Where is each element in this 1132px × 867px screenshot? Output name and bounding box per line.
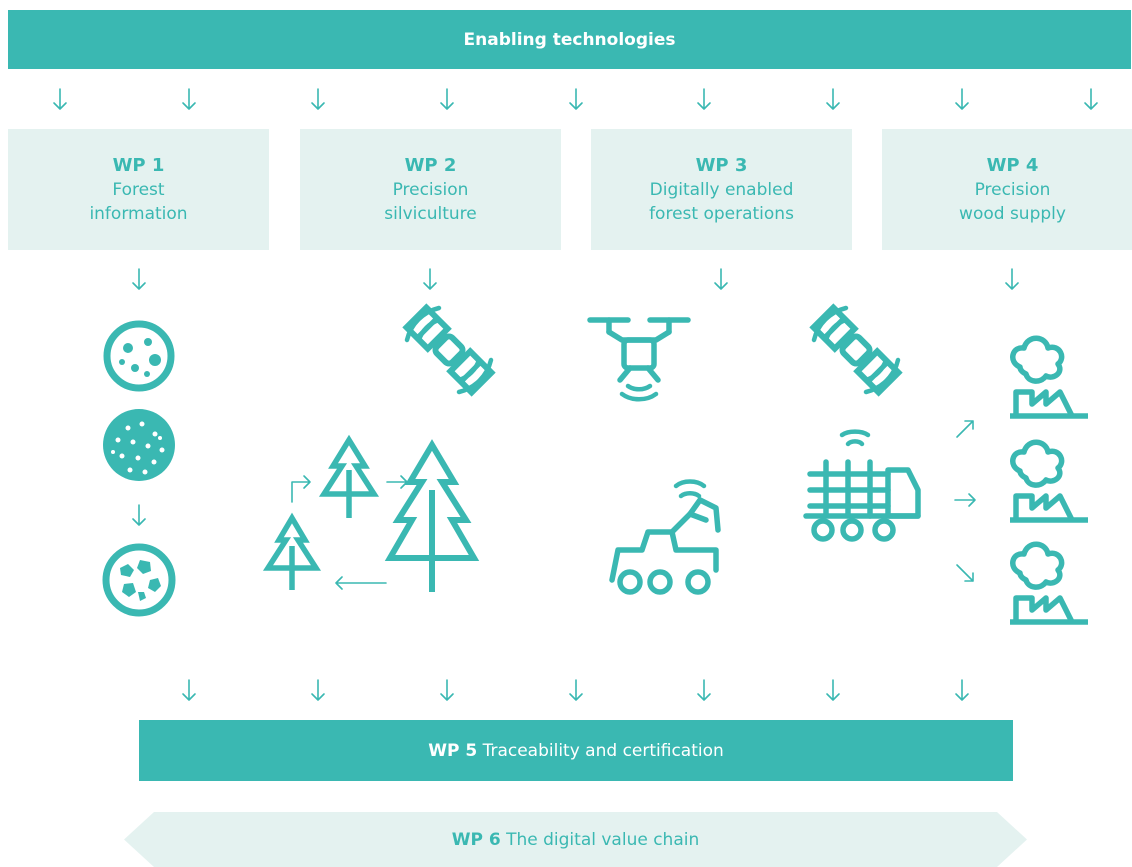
wp4-title: WP 4 [986, 154, 1039, 176]
wp2-title: WP 2 [404, 154, 457, 176]
wp-output-arrows [132, 268, 1019, 290]
wp6-label: The digital value chain [506, 829, 700, 850]
sample-patches-icon [102, 543, 176, 617]
wp3-line2: forest operations [649, 203, 794, 224]
tree-cycle-icon [262, 434, 474, 592]
wp1-line2: information [89, 203, 188, 224]
wp3-box: WP 3 Digitally enabled forest operations [591, 129, 852, 250]
wp6-id: WP 6 [451, 829, 501, 850]
wp2-line2: silviculture [384, 203, 477, 224]
satellite-icon [407, 308, 492, 393]
wp3-title: WP 3 [695, 154, 748, 176]
wp1-title: WP 1 [112, 154, 165, 176]
wp5-bar: WP 5 Traceability and certification [139, 720, 1013, 781]
wp4-line1: Precision [974, 179, 1051, 200]
wp4-box: WP 4 Precision wood supply [882, 129, 1132, 250]
wp1-line1: Forest [112, 179, 165, 200]
wp2-box: WP 2 Precision silviculture [300, 129, 561, 250]
arrow-down-right [956, 564, 974, 582]
satellite-icon-2 [814, 308, 899, 393]
timber-truck-icon [803, 429, 921, 542]
bottom-arrows [182, 679, 969, 701]
top-arrows [53, 88, 1098, 110]
enabling-technologies-banner: Enabling technologies [8, 10, 1131, 69]
factory-icon [1010, 338, 1088, 416]
sample-dots-icon [103, 320, 175, 392]
harvester-icon [609, 479, 721, 595]
banner-title: Enabling technologies [463, 29, 676, 50]
wp6-banner: WP 6 The digital value chain [124, 812, 1027, 867]
wp4-line2: wood supply [959, 203, 1066, 224]
factory-icon-3 [1010, 544, 1088, 622]
wp5-id: WP 5 [428, 740, 478, 761]
arrow-right [954, 493, 976, 507]
wp1-box: WP 1 Forest information [8, 129, 269, 250]
wp5-label: Traceability and certification [482, 740, 724, 761]
arrow-up-right [956, 420, 974, 438]
sample-fine-dots-icon [103, 409, 175, 481]
wp2-line1: Precision [392, 179, 469, 200]
wp1-arrow [132, 504, 146, 526]
factory-icon-2 [1010, 442, 1088, 520]
wp3-line1: Digitally enabled [649, 179, 794, 200]
drone-icon [587, 317, 691, 402]
